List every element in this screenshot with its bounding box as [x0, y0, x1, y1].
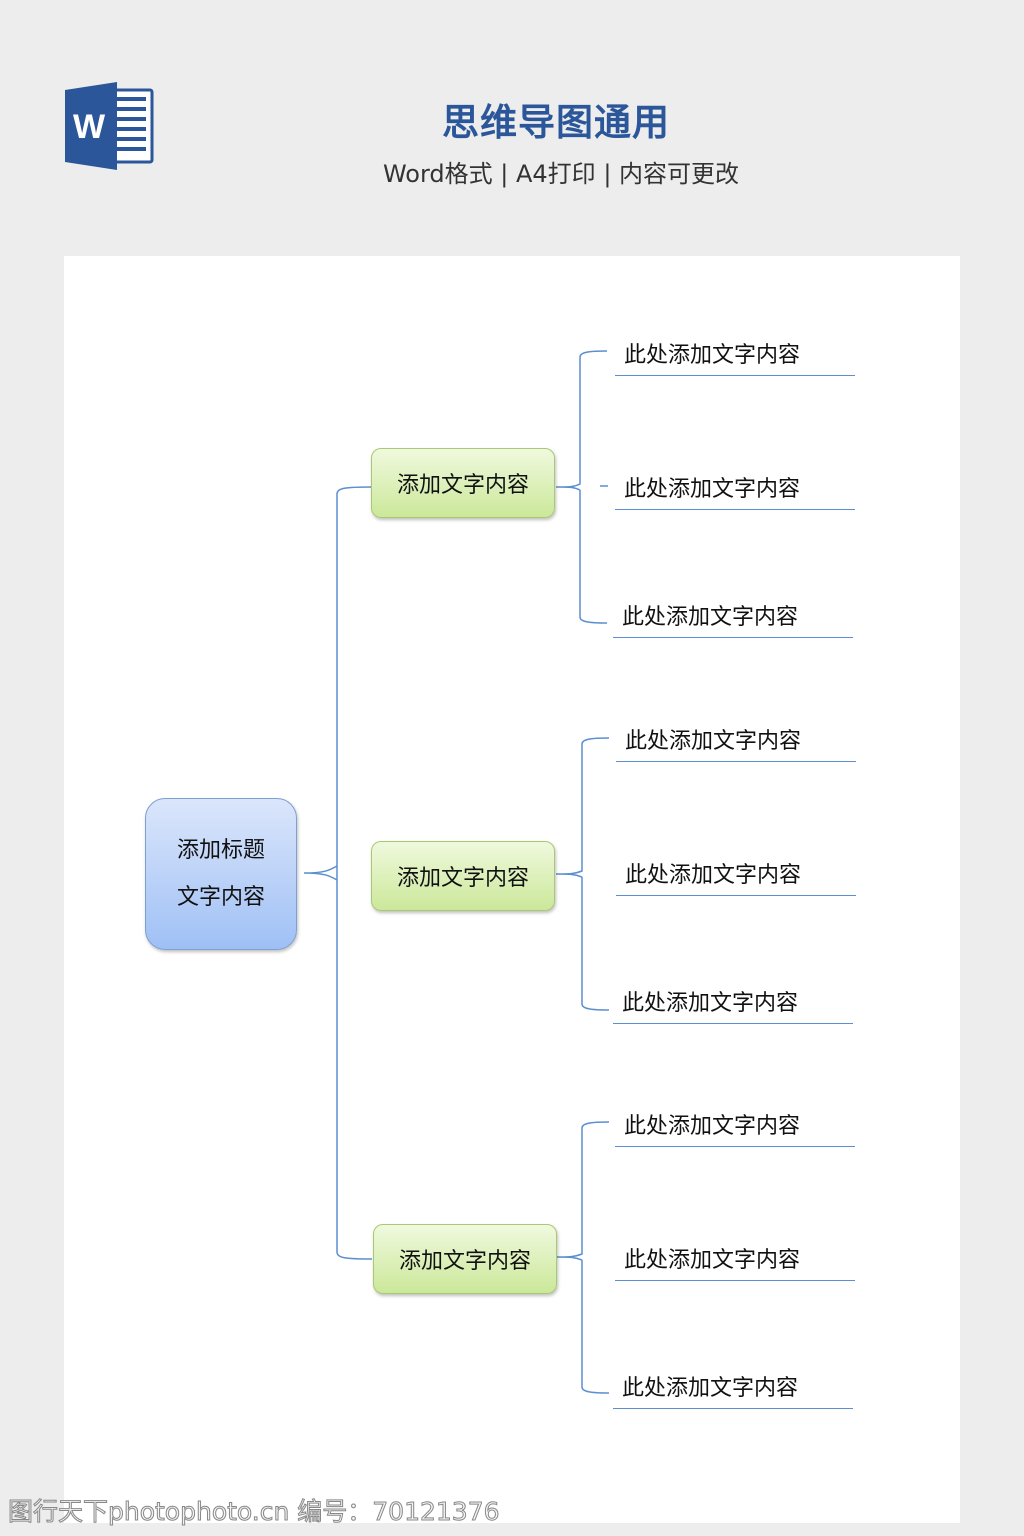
root-node[interactable]: 添加标题 文字内容	[145, 798, 297, 950]
leaf-item[interactable]: 此处添加文字内容	[616, 727, 856, 762]
leaf-item[interactable]: 此处添加文字内容	[615, 1246, 855, 1281]
leaf-label: 此处添加文字内容	[625, 729, 802, 754]
leaf-label: 此处添加文字内容	[624, 1114, 801, 1139]
branch-label: 添加文字内容	[396, 473, 529, 498]
page-subtitle: Word格式 | A4打印 | 内容可更改	[382, 160, 740, 188]
page-title: 思维导图通用	[442, 101, 670, 144]
root-label-line2: 文字内容	[176, 885, 265, 910]
branch-node-2[interactable]: 添加文字内容	[371, 841, 555, 911]
watermark: 图行天下photophoto.cn 编号：70121376	[8, 1497, 501, 1527]
leaf-label: 此处添加文字内容	[622, 991, 799, 1016]
word-icon: W	[65, 82, 154, 170]
leaf-label: 此处添加文字内容	[622, 1376, 799, 1401]
leaf-label: 此处添加文字内容	[624, 1248, 801, 1273]
leaf-item[interactable]: 此处添加文字内容	[613, 1374, 853, 1409]
leaf-label: 此处添加文字内容	[622, 605, 799, 630]
branch-label: 添加文字内容	[398, 1249, 531, 1274]
root-label-line1: 添加标题	[176, 838, 265, 863]
leaf-item[interactable]: 此处添加文字内容	[613, 989, 853, 1024]
leaf-label: 此处添加文字内容	[624, 477, 801, 502]
branch-node-3[interactable]: 添加文字内容	[373, 1224, 557, 1294]
leaf-label: 此处添加文字内容	[625, 863, 802, 888]
svg-text:W: W	[73, 108, 106, 146]
leaf-item[interactable]: 此处添加文字内容	[615, 341, 855, 376]
leaf-item[interactable]: 此处添加文字内容	[613, 603, 853, 638]
branch-node-1[interactable]: 添加文字内容	[371, 448, 555, 518]
leaf-item[interactable]: 此处添加文字内容	[615, 475, 855, 510]
branch-label: 添加文字内容	[396, 866, 529, 891]
leaf-item[interactable]: 此处添加文字内容	[615, 1112, 855, 1147]
leaf-item[interactable]: 此处添加文字内容	[616, 861, 856, 896]
leaf-label: 此处添加文字内容	[624, 343, 801, 368]
